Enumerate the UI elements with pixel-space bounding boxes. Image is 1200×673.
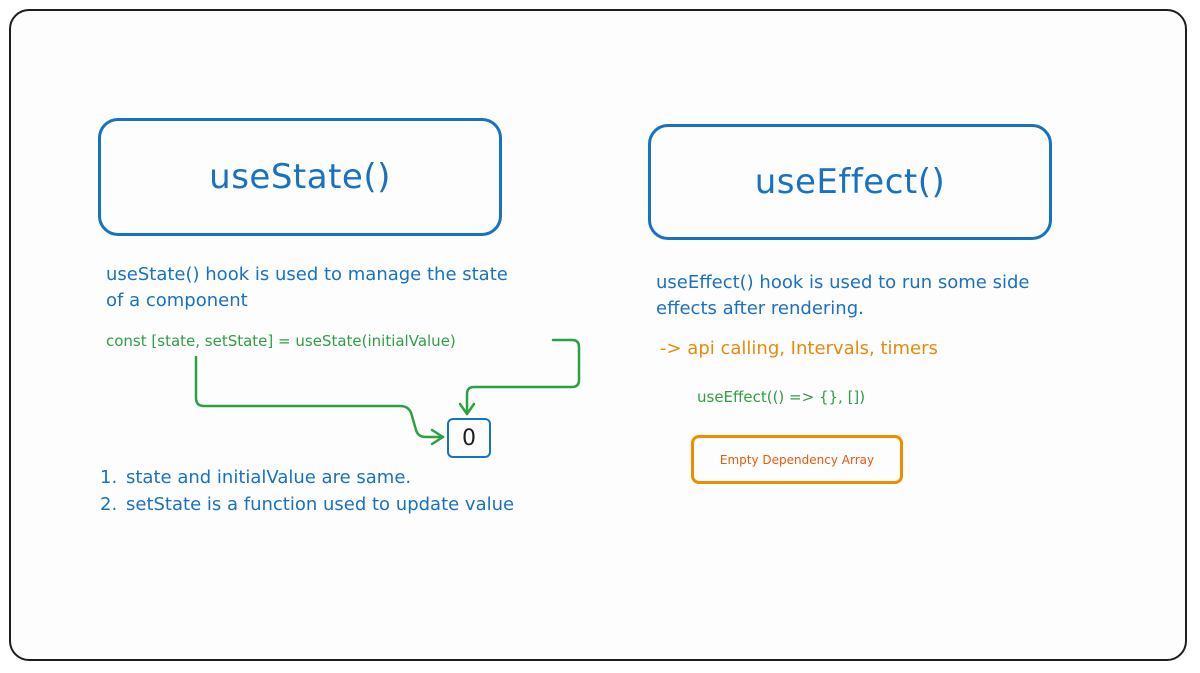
canvas-frame: [9, 9, 1187, 661]
note-text: setState is a function used to update va…: [126, 494, 515, 515]
useeffect-description: useEffect() hook is used to run some sid…: [656, 272, 1030, 319]
note-number: 2.: [100, 494, 118, 515]
note-text: state and initialValue are same.: [126, 467, 412, 488]
usestate-description: useState() hook is used to manage the st…: [106, 264, 508, 311]
usestate-code: const [state, setState] = useState(initi…: [106, 332, 456, 350]
usestate-title-box: useState(): [98, 118, 502, 236]
useeffect-title: useEffect(): [754, 162, 946, 202]
state-value: 0: [462, 425, 476, 451]
note-item: 2. setState is a function used to update…: [100, 491, 560, 518]
useeffect-title-box: useEffect(): [648, 124, 1052, 240]
usestate-notes: 1. state and initialValue are same. 2. s…: [100, 464, 560, 518]
dependency-array-label: Empty Dependency Array: [719, 452, 875, 467]
usestate-title: useState(): [209, 157, 391, 197]
dependency-array-box: Empty Dependency Array: [691, 435, 903, 484]
useeffect-code: useEffect(() => {}, []): [697, 388, 866, 406]
note-number: 1.: [100, 467, 118, 488]
useeffect-examples: -> api calling, Intervals, timers: [660, 338, 938, 359]
note-item: 1. state and initialValue are same.: [100, 464, 560, 491]
state-value-box: 0: [447, 418, 491, 458]
